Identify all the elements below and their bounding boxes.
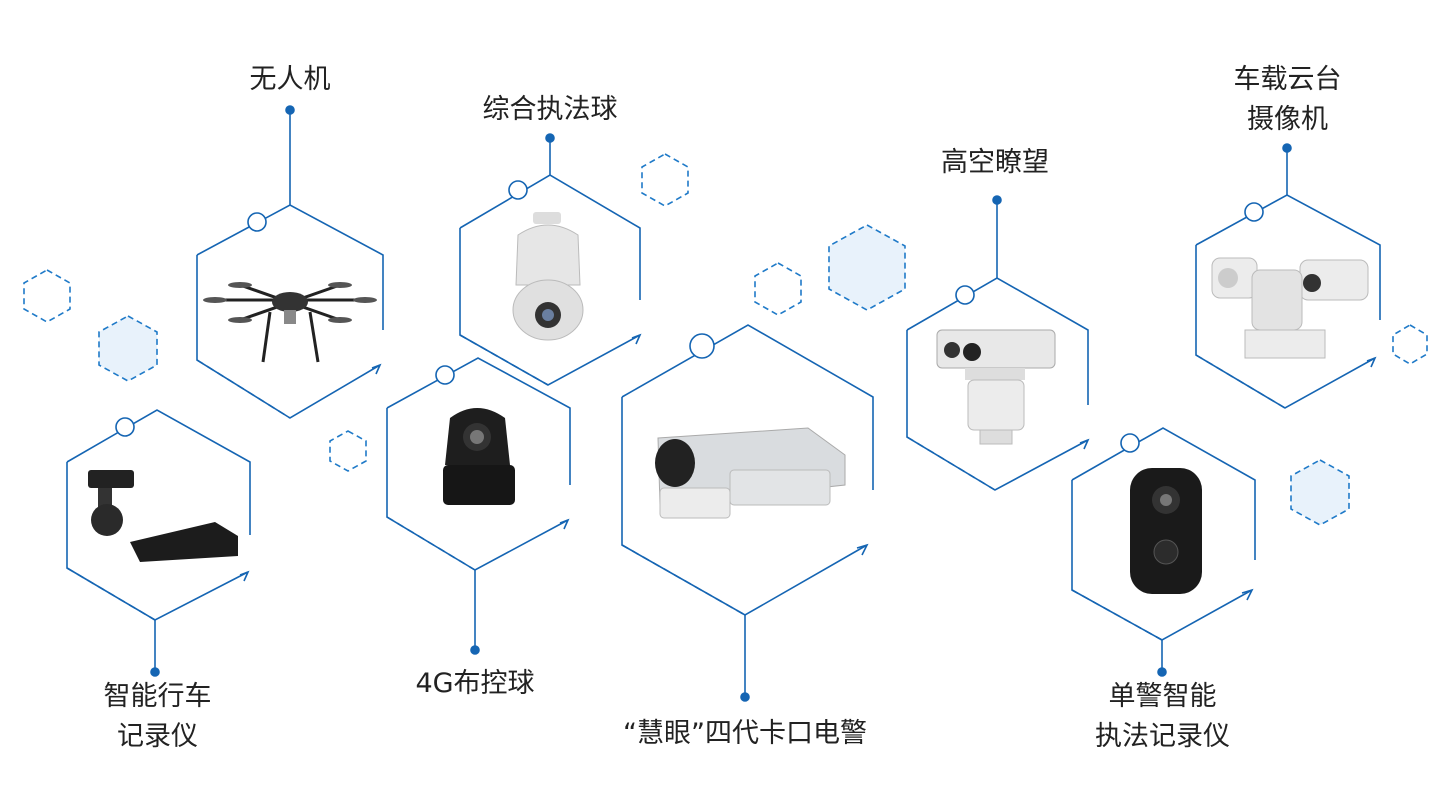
hex-bodycam[interactable] bbox=[1071, 427, 1256, 677]
decor-hex bbox=[329, 430, 367, 472]
4g-ball-camera-icon bbox=[443, 408, 515, 505]
label-line: 车载云台 bbox=[1233, 64, 1342, 95]
hex-4g-ball[interactable] bbox=[386, 357, 571, 655]
decor-hex bbox=[1392, 324, 1428, 365]
label-line: 综合执法球 bbox=[482, 94, 618, 125]
label-4g-ball: 4G布控球 bbox=[400, 664, 550, 704]
label-line: 智能行车 bbox=[103, 681, 212, 712]
hex-hi-lookout[interactable] bbox=[906, 195, 1090, 491]
decor-hex bbox=[23, 269, 71, 323]
long-range-ptz-camera-icon bbox=[936, 329, 1056, 445]
label-bodycam: 单警智能 执法记录仪 bbox=[1075, 677, 1250, 757]
label-line: 4G布控球 bbox=[415, 668, 535, 699]
label-line: “慧眼”四代卡口电警 bbox=[623, 718, 867, 749]
label-line: 记录仪 bbox=[117, 721, 198, 752]
label-law-dome: 综合执法球 bbox=[470, 90, 630, 130]
label-checkpoint: “慧眼”四代卡口电警 bbox=[610, 714, 880, 754]
hex-law-dome[interactable] bbox=[459, 133, 642, 386]
hex-checkpoint[interactable] bbox=[621, 324, 874, 702]
label-line: 摄像机 bbox=[1247, 104, 1328, 135]
decor-hex bbox=[754, 262, 802, 316]
label-line: 高空瞭望 bbox=[941, 147, 1049, 178]
label-line: 单警智能 bbox=[1108, 681, 1217, 712]
hex-vehicle-ptz[interactable] bbox=[1195, 143, 1381, 409]
drone-icon bbox=[203, 282, 377, 363]
label-hi-lookout: 高空瞭望 bbox=[925, 143, 1065, 183]
label-line: 无人机 bbox=[249, 64, 331, 95]
decor-hex bbox=[641, 153, 689, 207]
body-worn-camera-icon bbox=[1130, 468, 1202, 594]
label-line: 执法记录仪 bbox=[1095, 721, 1230, 752]
label-vehicle-ptz: 车载云台 摄像机 bbox=[1215, 60, 1360, 140]
label-dashcam: 智能行车 记录仪 bbox=[85, 677, 230, 757]
vehicle-ptz-camera-icon bbox=[1211, 257, 1369, 359]
dashcam-recorder-icon bbox=[88, 470, 238, 562]
decor-hexagons bbox=[23, 153, 1428, 526]
dome-camera-icon bbox=[512, 212, 584, 341]
decor-hex bbox=[1290, 459, 1350, 526]
hex-drone[interactable] bbox=[196, 105, 384, 419]
hex-dashcam[interactable] bbox=[66, 409, 251, 677]
checkpoint-camera-icon bbox=[655, 427, 846, 519]
decor-hex bbox=[828, 224, 906, 311]
decor-hex bbox=[98, 315, 158, 382]
label-drone: 无人机 bbox=[230, 60, 350, 100]
